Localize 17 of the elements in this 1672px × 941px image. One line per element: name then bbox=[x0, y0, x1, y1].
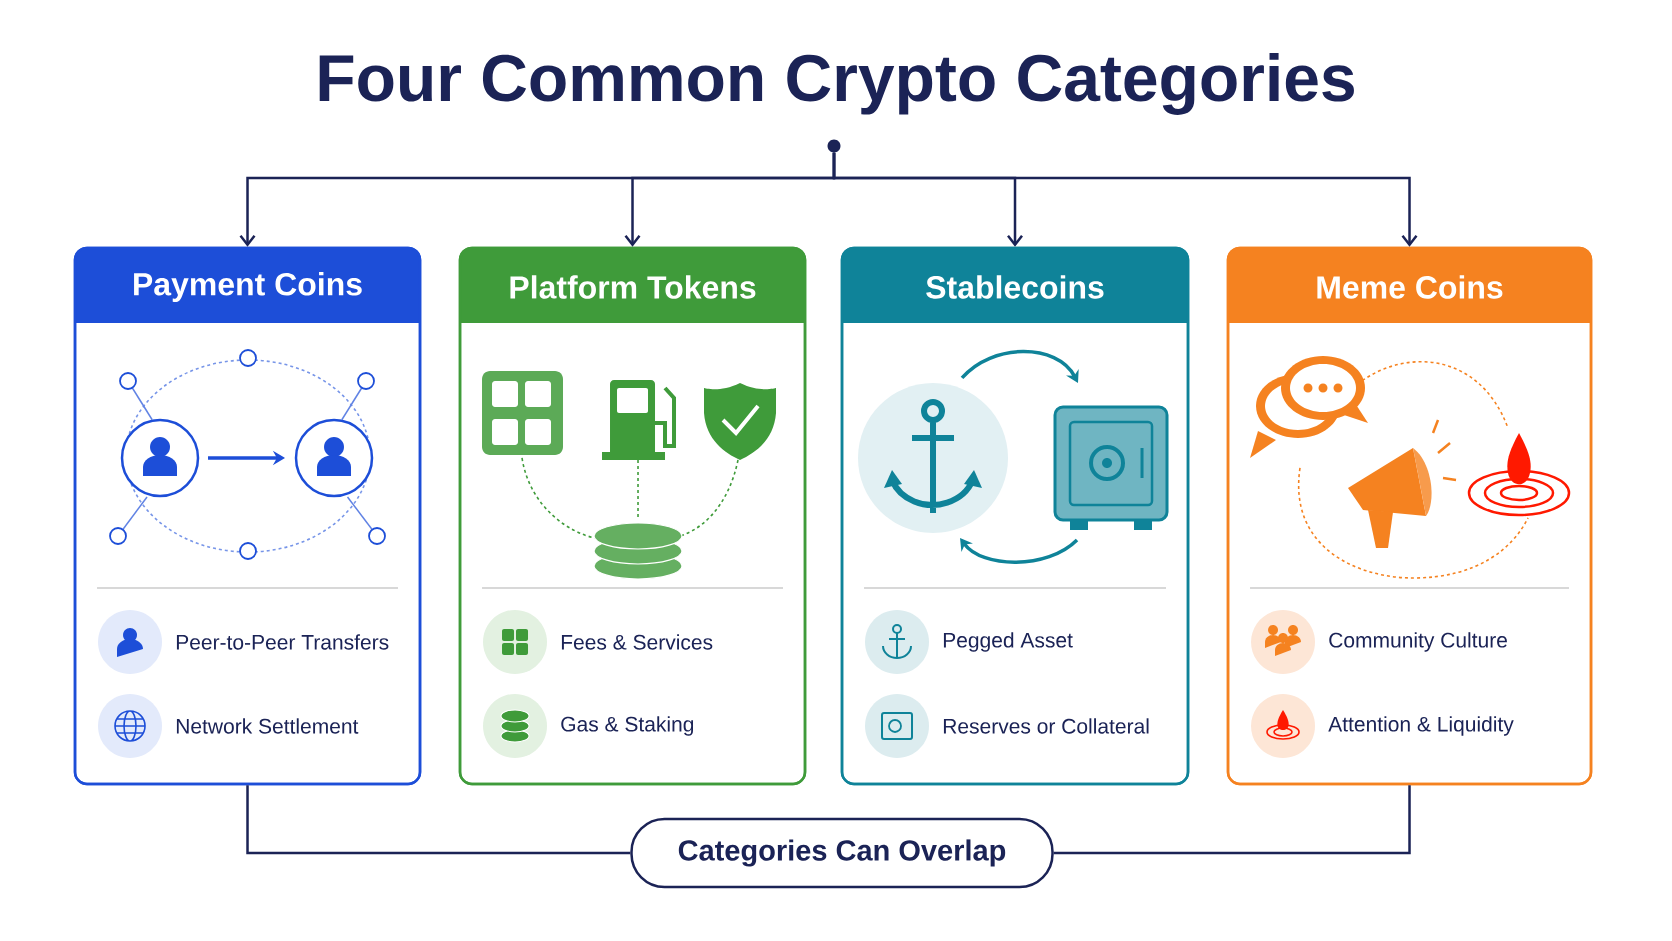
feature-label: Gas & Staking bbox=[561, 716, 694, 736]
feature-label: Community Culture bbox=[1329, 632, 1507, 652]
card-heading: Meme Coins bbox=[1317, 275, 1503, 299]
pill-label: Categories Can Overlap bbox=[630, 817, 1054, 889]
connector bbox=[832, 152, 1418, 247]
card-heading: Platform Tokens bbox=[510, 275, 756, 299]
feature-label: Pegged Asset bbox=[943, 632, 1073, 652]
connector bbox=[1053, 785, 1411, 855]
title: Four Common Crypto Categories bbox=[319, 53, 1354, 115]
feature-label: Fees & Services bbox=[561, 634, 713, 650]
card-heading: Stablecoins bbox=[926, 275, 1104, 299]
feature-label: Attention & Liquidity bbox=[1328, 716, 1514, 736]
connector bbox=[246, 785, 631, 855]
feature-label: Reserves or Collateral bbox=[943, 718, 1149, 734]
feature-label: Peer-to-Peer Transfers bbox=[176, 634, 389, 650]
feature-label: Network Settlement bbox=[176, 718, 359, 734]
card-heading: Payment Coins bbox=[134, 272, 362, 302]
